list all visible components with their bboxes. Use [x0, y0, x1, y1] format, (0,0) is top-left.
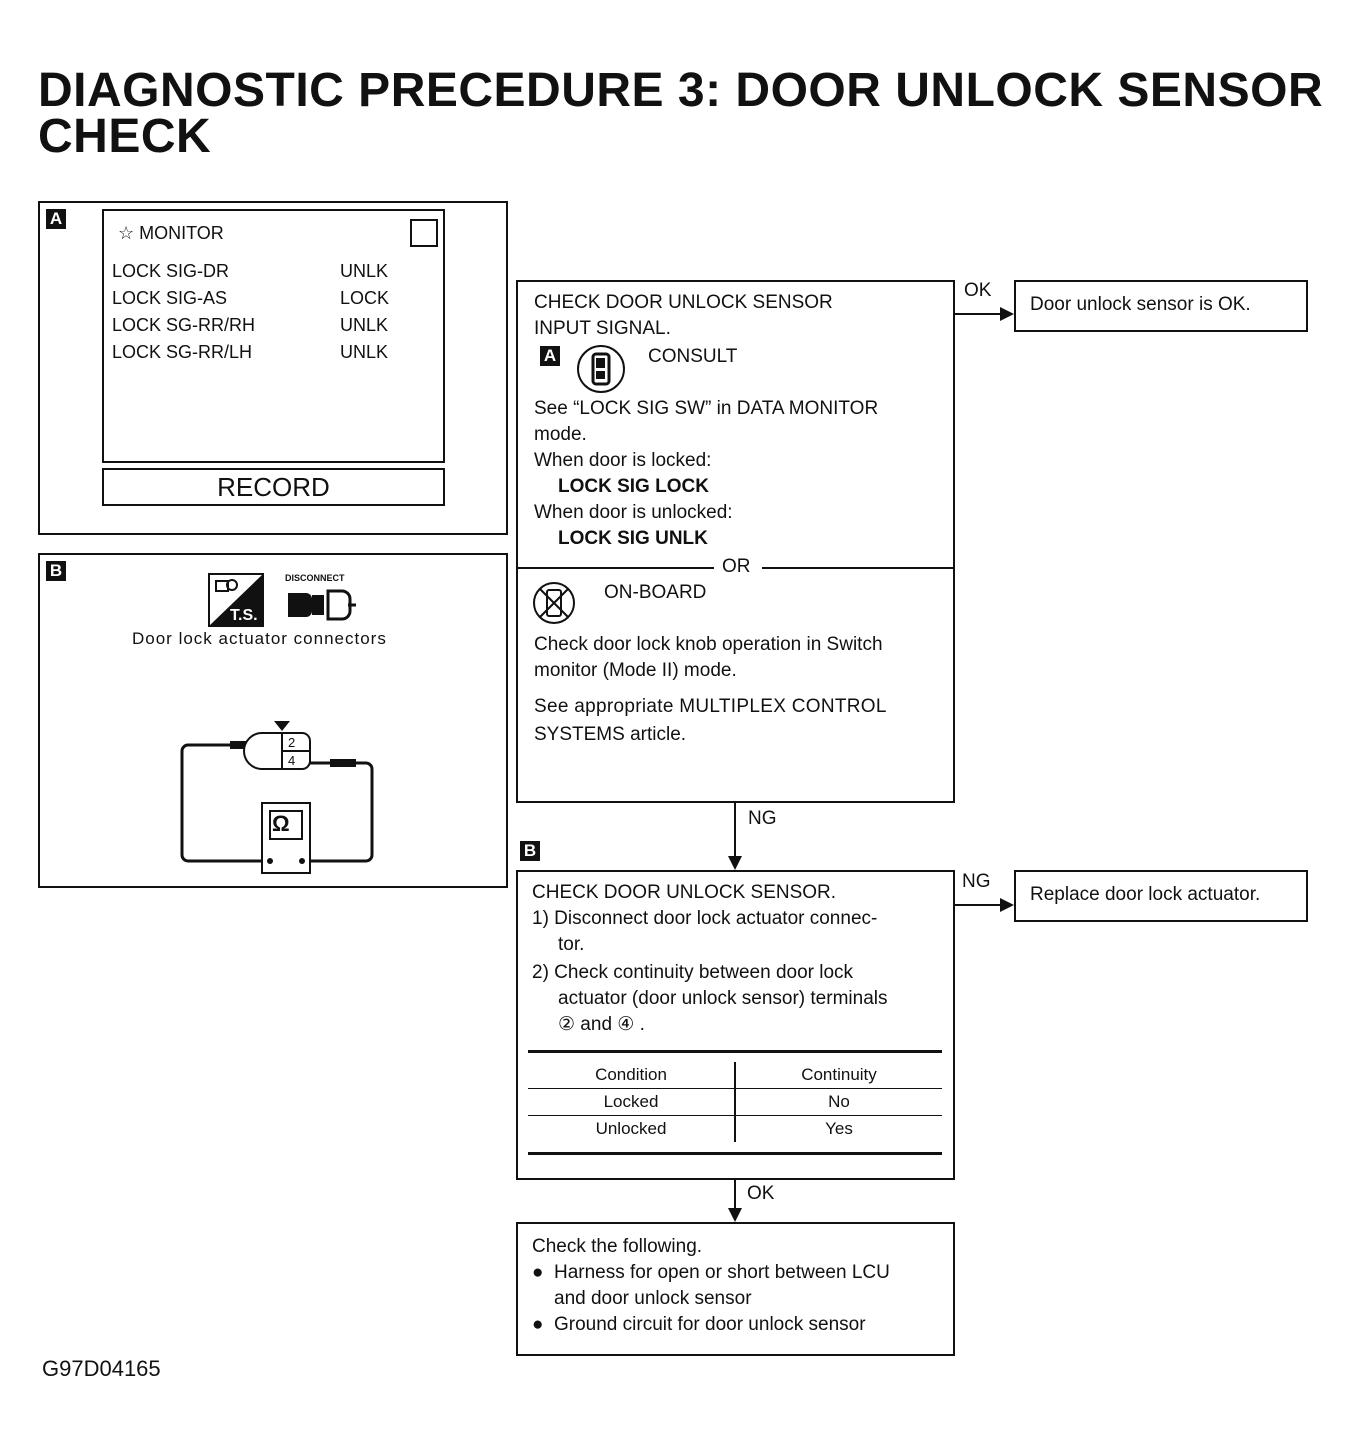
step1-line-1: See “LOCK SIG SW” in DATA MONITOR — [534, 398, 879, 419]
ok2-arrow-line — [734, 1180, 736, 1212]
step3-heading: Check the following. — [532, 1236, 703, 1257]
or-divider-right — [762, 567, 953, 569]
step2-line-4: actuator (door unlock sensor) terminals — [558, 988, 888, 1009]
ok1-arrow-line — [955, 313, 1005, 315]
step1-line-3: When door is locked: — [534, 450, 712, 471]
monitor-row-2-value: LOCK — [340, 288, 390, 308]
step1-line-2: mode. — [534, 424, 587, 445]
continuity-circuit — [180, 721, 374, 874]
table-header-row: Condition Continuity — [528, 1062, 942, 1089]
condition-table: Condition Continuity Locked No Unlocked … — [528, 1062, 942, 1142]
ng1-label: NG — [748, 808, 777, 829]
result-ok-text: Door unlock sensor is OK. — [1030, 294, 1251, 315]
condition-table-top-rule — [528, 1050, 942, 1053]
panel-a-tag: A — [46, 209, 66, 229]
step2-heading: CHECK DOOR UNLOCK SENSOR. — [532, 882, 837, 903]
step1-line-10: SYSTEMS article. — [534, 724, 687, 745]
ohm-symbol: Ω — [272, 811, 290, 836]
ng2-arrow-line — [955, 904, 1005, 906]
table-cell-condition: Unlocked — [528, 1115, 736, 1142]
consult-icon — [577, 345, 625, 393]
consult-label: CONSULT — [648, 346, 738, 367]
step3-bullet-1b: and door unlock sensor — [554, 1288, 752, 1309]
monitor-row-1-label: LOCK SIG-DR — [112, 261, 230, 281]
monitor-checkbox[interactable] — [410, 219, 438, 247]
table-row: Locked No — [528, 1088, 942, 1116]
monitor-row-3-value: UNLK — [340, 315, 389, 335]
step3-box: Check the following. ● Harness for open … — [516, 1222, 955, 1356]
panel-a: A ☆ MONITOR LOCK SIG-DR UNLK LOCK SIG-AS… — [38, 201, 508, 535]
ok1-arrowhead — [1000, 307, 1014, 321]
monitor-row-2-label: LOCK SIG-AS — [112, 288, 228, 308]
ng2-arrowhead — [1000, 898, 1014, 912]
monitor-row-3-label: LOCK SG-RR/RH — [112, 315, 256, 335]
step2-box: CHECK DOOR UNLOCK SENSOR. 1) Disconnect … — [516, 870, 955, 1180]
step1-heading-2: INPUT SIGNAL. — [534, 318, 671, 339]
terminal-2: 2 — [288, 735, 296, 750]
panel-b: B T.S. DISCONNECT Door lock actuator con… — [38, 553, 508, 888]
ng2-label: NG — [962, 871, 991, 892]
record-button[interactable]: RECORD — [102, 468, 445, 506]
condition-table-bottom-rule — [528, 1152, 942, 1155]
test-symbol-icon — [208, 573, 264, 627]
or-label: OR — [722, 556, 751, 577]
table-row: Unlocked Yes — [528, 1115, 942, 1142]
ok1-label: OK — [964, 280, 992, 301]
table-cell-condition: Locked — [528, 1088, 736, 1116]
monitor-row-4-value: UNLK — [340, 342, 389, 362]
step1-line-4: LOCK SIG LOCK — [558, 476, 709, 497]
table-cell-continuity: Yes — [825, 1119, 853, 1138]
ng1-arrow-line — [734, 803, 736, 859]
panel-b-tag: B — [46, 561, 66, 581]
step1-heading-1: CHECK DOOR UNLOCK SENSOR — [534, 292, 833, 313]
title-line-2: CHECK — [38, 110, 212, 163]
monitor-label: ☆ MONITOR — [118, 223, 224, 243]
step2-line-3: 2) Check continuity between door lock — [532, 962, 854, 983]
monitor-row-1-value: UNLK — [340, 261, 389, 281]
step2-line-5: ② and ④ . — [558, 1014, 645, 1035]
onboard-icon — [533, 582, 575, 624]
step1-box: CHECK DOOR UNLOCK SENSOR INPUT SIGNAL. A… — [516, 280, 955, 803]
ts-label: T.S. — [230, 607, 258, 624]
step1-tag: A — [540, 346, 560, 366]
step1-line-7: Check door lock knob operation in Switch — [534, 634, 883, 655]
ok2-arrowhead — [728, 1208, 742, 1222]
disconnect-label: DISCONNECT — [285, 573, 345, 583]
table-header-continuity: Continuity — [801, 1065, 877, 1084]
connector-caption: Door lock actuator connectors — [132, 629, 387, 648]
ok2-label: OK — [747, 1183, 775, 1204]
step3-bullet-1a: Harness for open or short between LCU — [554, 1262, 890, 1283]
result-ok-box: Door unlock sensor is OK. — [1014, 280, 1308, 332]
terminal-4: 4 — [288, 753, 296, 768]
disconnect-icon — [288, 589, 356, 621]
step2-tag: B — [520, 841, 540, 861]
step1-line-6: LOCK SIG UNLK — [558, 528, 708, 549]
step3-bullet-2: Ground circuit for door unlock sensor — [554, 1314, 866, 1335]
step1-line-9: See appropriate MULTIPLEX CONTROL — [534, 696, 887, 717]
table-header-condition: Condition — [528, 1062, 736, 1089]
step1-line-5: When door is unlocked: — [534, 502, 733, 523]
result-ng-box: Replace door lock actuator. — [1014, 870, 1308, 922]
step2-line-1: 1) Disconnect door lock actuator connec- — [532, 908, 878, 929]
step1-line-8: monitor (Mode II) mode. — [534, 660, 737, 681]
onboard-label: ON-BOARD — [604, 582, 707, 603]
figure-code: G97D04165 — [42, 1356, 161, 1381]
result-ng-text: Replace door lock actuator. — [1030, 884, 1261, 905]
monitor-screen: ☆ MONITOR LOCK SIG-DR UNLK LOCK SIG-AS L… — [102, 209, 445, 463]
or-divider-left — [518, 567, 714, 569]
ng1-arrowhead — [728, 856, 742, 870]
page-title: DIAGNOSTIC PRECEDURE 3: DOOR UNLOCK SENS… — [38, 64, 1324, 163]
step2-line-2: tor. — [558, 934, 585, 955]
table-cell-continuity: No — [828, 1092, 850, 1111]
bullet-2-dot: ● — [532, 1314, 544, 1335]
bullet-1-dot: ● — [532, 1262, 544, 1283]
monitor-row-4-label: LOCK SG-RR/LH — [112, 342, 253, 362]
title-line-1: DIAGNOSTIC PRECEDURE 3: DOOR UNLOCK SENS… — [38, 64, 1324, 117]
